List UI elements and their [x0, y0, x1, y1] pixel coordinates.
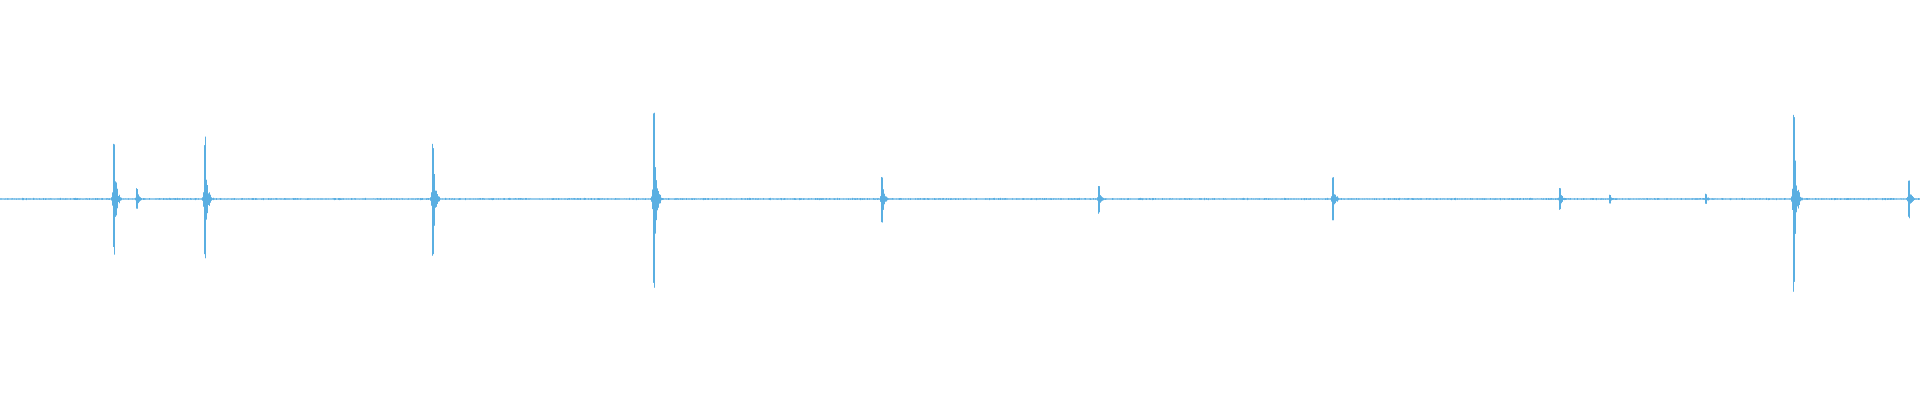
waveform-trace: [0, 112, 1920, 292]
